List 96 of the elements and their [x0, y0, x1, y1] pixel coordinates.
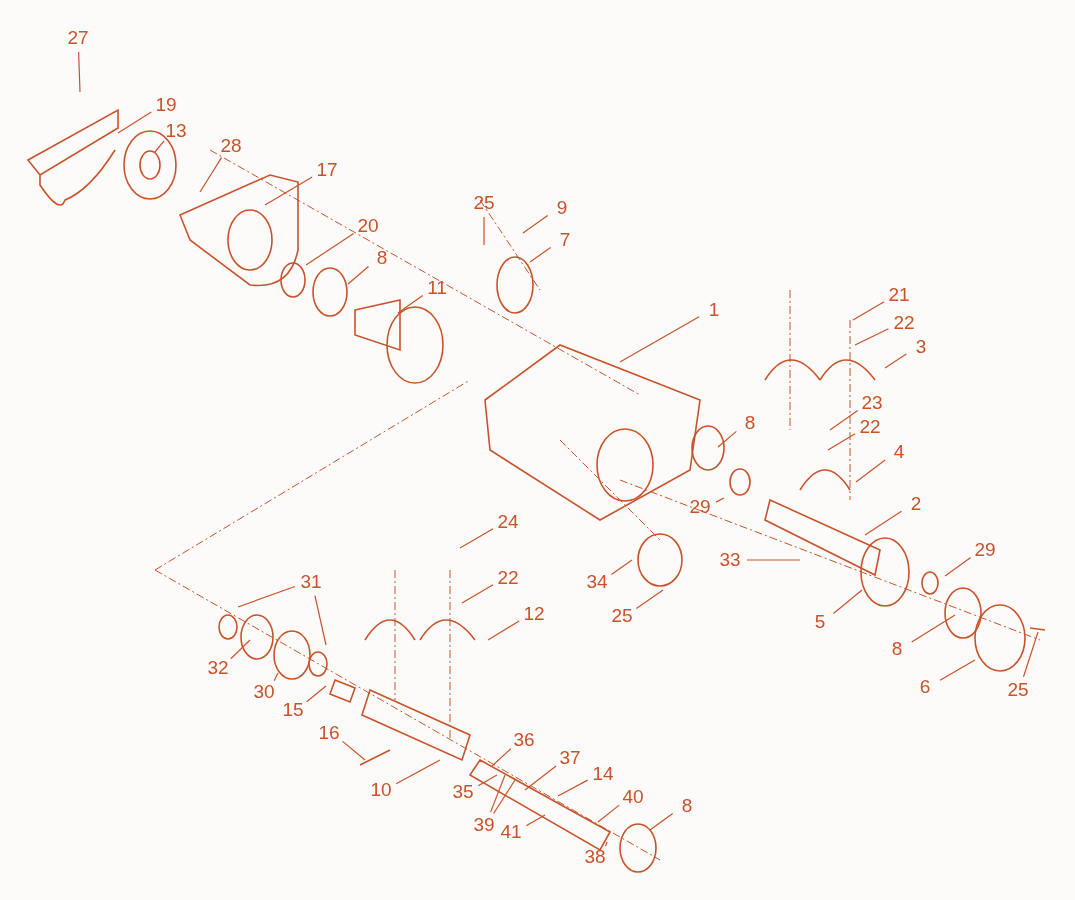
leader-line [395, 759, 441, 785]
callout-number: 41 [500, 822, 522, 842]
leader-line [635, 589, 664, 610]
leader-line [199, 157, 223, 193]
leader-line [717, 430, 737, 448]
callout-number: 33 [719, 550, 741, 570]
callout-number: 9 [556, 198, 568, 218]
leader-line [884, 353, 907, 369]
callout-number: 37 [559, 748, 581, 768]
callout-number: 11 [427, 278, 447, 298]
callout-number: 1 [708, 300, 720, 320]
leader-line [944, 557, 972, 577]
leader-line [314, 595, 327, 646]
leader-line [525, 814, 546, 827]
leader-line [491, 748, 512, 767]
callout-number: 38 [584, 847, 606, 867]
callout-number: 35 [452, 782, 474, 802]
leader-line [230, 639, 251, 660]
leader-line [493, 779, 516, 815]
callout-number: 22 [893, 313, 915, 333]
callout-number: 39 [473, 815, 495, 835]
leader-line [477, 774, 498, 787]
callout-number: 8 [744, 413, 756, 433]
callout-number: 22 [859, 417, 881, 437]
callout-number: 29 [689, 497, 711, 517]
callout-number: 23 [861, 393, 883, 413]
callout-number: 8 [681, 796, 693, 816]
callout-number: 25 [1007, 680, 1029, 700]
leader-line [852, 301, 885, 321]
callout-number: 20 [357, 216, 379, 236]
callout-number: 25 [611, 606, 633, 626]
leader-line [855, 459, 886, 483]
leader-line [597, 804, 620, 823]
leader-line [827, 433, 856, 451]
leader-line [273, 672, 279, 682]
callout-number: 7 [559, 230, 571, 250]
callout-number: 22 [497, 568, 519, 588]
callout-number: 10 [370, 780, 392, 800]
leader-line [605, 841, 608, 847]
leader-line [854, 328, 890, 346]
leader-line [397, 295, 424, 314]
callout-number: 14 [592, 764, 614, 784]
leader-line [117, 111, 152, 134]
leader-line [459, 528, 494, 549]
leader-line [264, 176, 313, 206]
callout-number: 27 [67, 28, 89, 48]
callout-number: 28 [220, 136, 242, 156]
leader-line [911, 614, 956, 643]
leader-line [1022, 631, 1039, 678]
leader-line [939, 659, 976, 681]
leader-line [237, 585, 296, 608]
leader-line [832, 589, 863, 615]
callout-number: 6 [919, 677, 931, 697]
leader-line [529, 246, 552, 263]
leader-line [342, 740, 366, 761]
leader-line [649, 813, 674, 831]
callout-number: 34 [586, 572, 608, 592]
leader-line [864, 510, 903, 536]
callout-number: 8 [376, 248, 388, 268]
callout-number: 16 [318, 723, 340, 743]
leader-line [715, 497, 725, 503]
callout-number: 15 [282, 700, 304, 720]
leader-line [746, 559, 801, 561]
callout-number: 36 [513, 730, 535, 750]
leader-line [487, 620, 520, 641]
leader-line [461, 584, 494, 604]
callout-number: 2 [910, 494, 922, 514]
callout-number: 12 [523, 604, 545, 624]
leader-line [306, 685, 327, 703]
callout-number: 24 [497, 512, 519, 532]
leader-line [524, 765, 557, 791]
callout-number: 5 [814, 612, 826, 632]
callout-number: 17 [316, 160, 338, 180]
leader-line [305, 232, 355, 266]
callout-number: 40 [622, 787, 644, 807]
callout-number: 3 [915, 337, 927, 357]
leader-line [619, 316, 700, 363]
callout-number: 13 [165, 121, 187, 141]
callout-number: 29 [974, 540, 996, 560]
leader-line [557, 779, 589, 797]
leader-line [829, 410, 859, 431]
callout-number: 4 [893, 442, 905, 462]
leader-line [490, 774, 506, 813]
leader-line [522, 215, 549, 234]
callout-number: 32 [207, 658, 229, 678]
callout-number: 8 [891, 639, 903, 659]
callout-number: 31 [300, 572, 322, 592]
callout-number: 19 [155, 95, 177, 115]
callout-number: 30 [253, 682, 275, 702]
callout-number: 21 [888, 285, 910, 305]
callout-number: 25 [473, 193, 495, 213]
leader-line [78, 51, 81, 93]
leader-line [154, 140, 165, 153]
leader-line [483, 216, 485, 246]
leader-line [610, 559, 633, 576]
leader-line [347, 265, 370, 285]
